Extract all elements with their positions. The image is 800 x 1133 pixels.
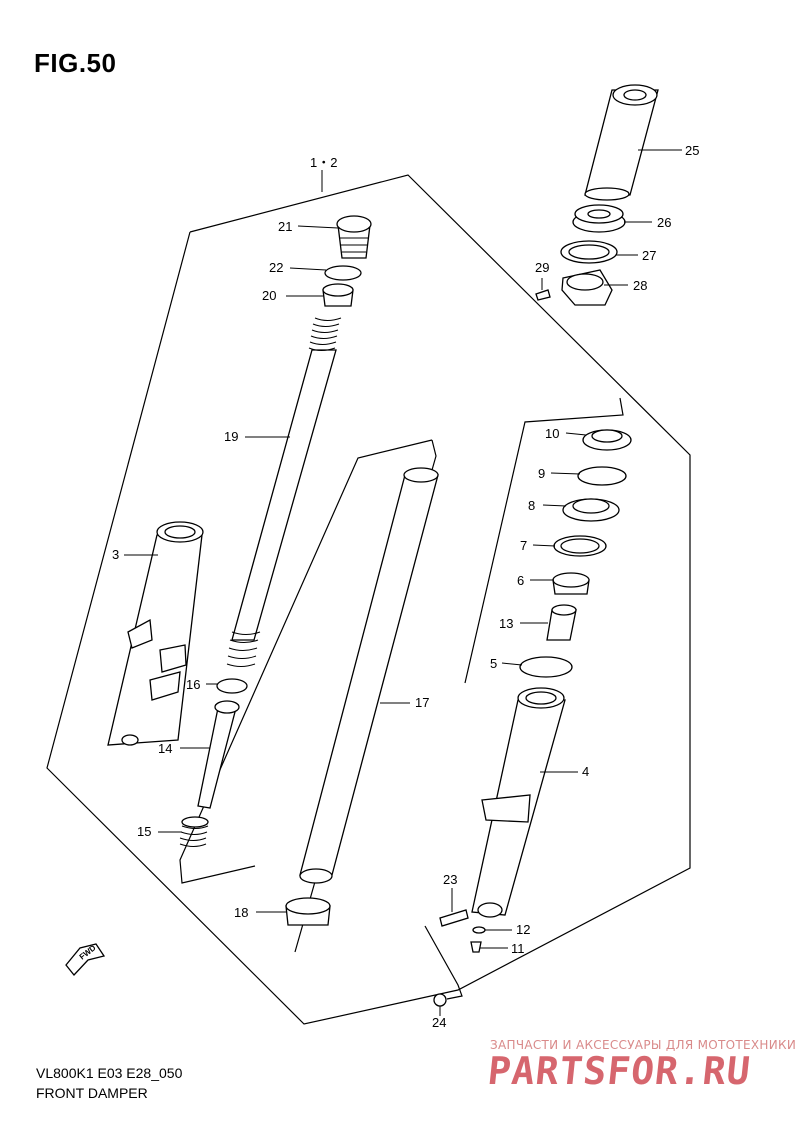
part-4-outer-tube <box>471 687 566 918</box>
callout-12: 12 <box>516 922 530 937</box>
part-3-outer-tube <box>107 521 204 746</box>
callout-28: 28 <box>633 278 647 293</box>
part-8-oil-seal <box>562 498 620 522</box>
inner-tube-bracket <box>179 439 433 884</box>
callout-29: 29 <box>535 260 549 275</box>
drain-bracket <box>424 925 463 1000</box>
callout-26: 26 <box>657 215 671 230</box>
part-5-ring <box>519 656 573 678</box>
callout-11: 11 <box>511 941 525 956</box>
part-20-spacer <box>322 283 354 307</box>
callout-22: 22 <box>269 260 283 275</box>
callout-5: 5 <box>490 656 497 671</box>
watermark-logo: PARTSFOR.RU <box>485 1049 753 1093</box>
callout-6: 6 <box>517 573 524 588</box>
callout-16: 16 <box>186 677 200 692</box>
fwd-arrow-icon: FWD <box>65 943 106 976</box>
callout-21: 21 <box>278 219 292 234</box>
watermark-caption: ЗАПЧАСТИ И АКСЕССУАРЫ ДЛЯ МОТОТЕХНИКИ <box>490 1038 797 1052</box>
callout-4: 4 <box>582 764 589 779</box>
part-27-washer <box>560 240 618 264</box>
part-9-stopper-ring <box>577 466 627 486</box>
part-6-bushing <box>552 572 590 595</box>
assembly-outline <box>46 174 691 1025</box>
part-19-damper-rod <box>226 317 342 667</box>
callout-7: 7 <box>520 538 527 553</box>
part-26-nut <box>572 204 626 233</box>
callout-1-2: 1・2 <box>310 155 337 170</box>
part-21-cap-bolt <box>336 215 372 259</box>
callout-14: 14 <box>158 741 172 756</box>
callout-9: 9 <box>538 466 545 481</box>
part-12-washer <box>472 926 486 934</box>
model-code: VL800K1 E03 E28_050 <box>36 1065 183 1081</box>
part-14-piston-rod <box>197 700 240 809</box>
callout-10: 10 <box>545 426 559 441</box>
callout-17: 17 <box>415 695 429 710</box>
callout-15: 15 <box>137 824 151 839</box>
part-10-dust-seal <box>582 429 632 451</box>
part-29-screw <box>535 289 551 301</box>
part-25-tube <box>584 84 659 201</box>
part-22-o-ring <box>324 265 362 281</box>
figure-subtitle: FRONT DAMPER <box>36 1085 148 1101</box>
part-23-bolt <box>439 909 469 927</box>
callout-13: 13 <box>499 616 513 631</box>
part-17-inner-tube <box>299 467 439 884</box>
callout-27: 27 <box>642 248 656 263</box>
callout-18: 18 <box>234 905 248 920</box>
part-11-screw <box>470 941 482 953</box>
part-24-plug <box>433 993 447 1007</box>
callout-3: 3 <box>112 547 119 562</box>
figure-title: FIG.50 <box>34 48 117 78</box>
part-15-spring <box>179 816 209 847</box>
part-16-ring <box>216 678 248 694</box>
part-13-cylinder <box>546 604 577 641</box>
callout-23: 23 <box>443 872 457 887</box>
callout-19: 19 <box>224 429 238 444</box>
callout-8: 8 <box>528 498 535 513</box>
oil-seal-bracket <box>464 397 624 684</box>
callout-20: 20 <box>262 288 276 303</box>
callout-24: 24 <box>432 1015 446 1030</box>
leader-lines <box>124 149 682 1016</box>
callout-25: 25 <box>685 143 699 158</box>
part-18-bushing <box>285 897 331 926</box>
part-7-retainer <box>553 535 607 557</box>
part-28-clamp <box>561 269 613 306</box>
